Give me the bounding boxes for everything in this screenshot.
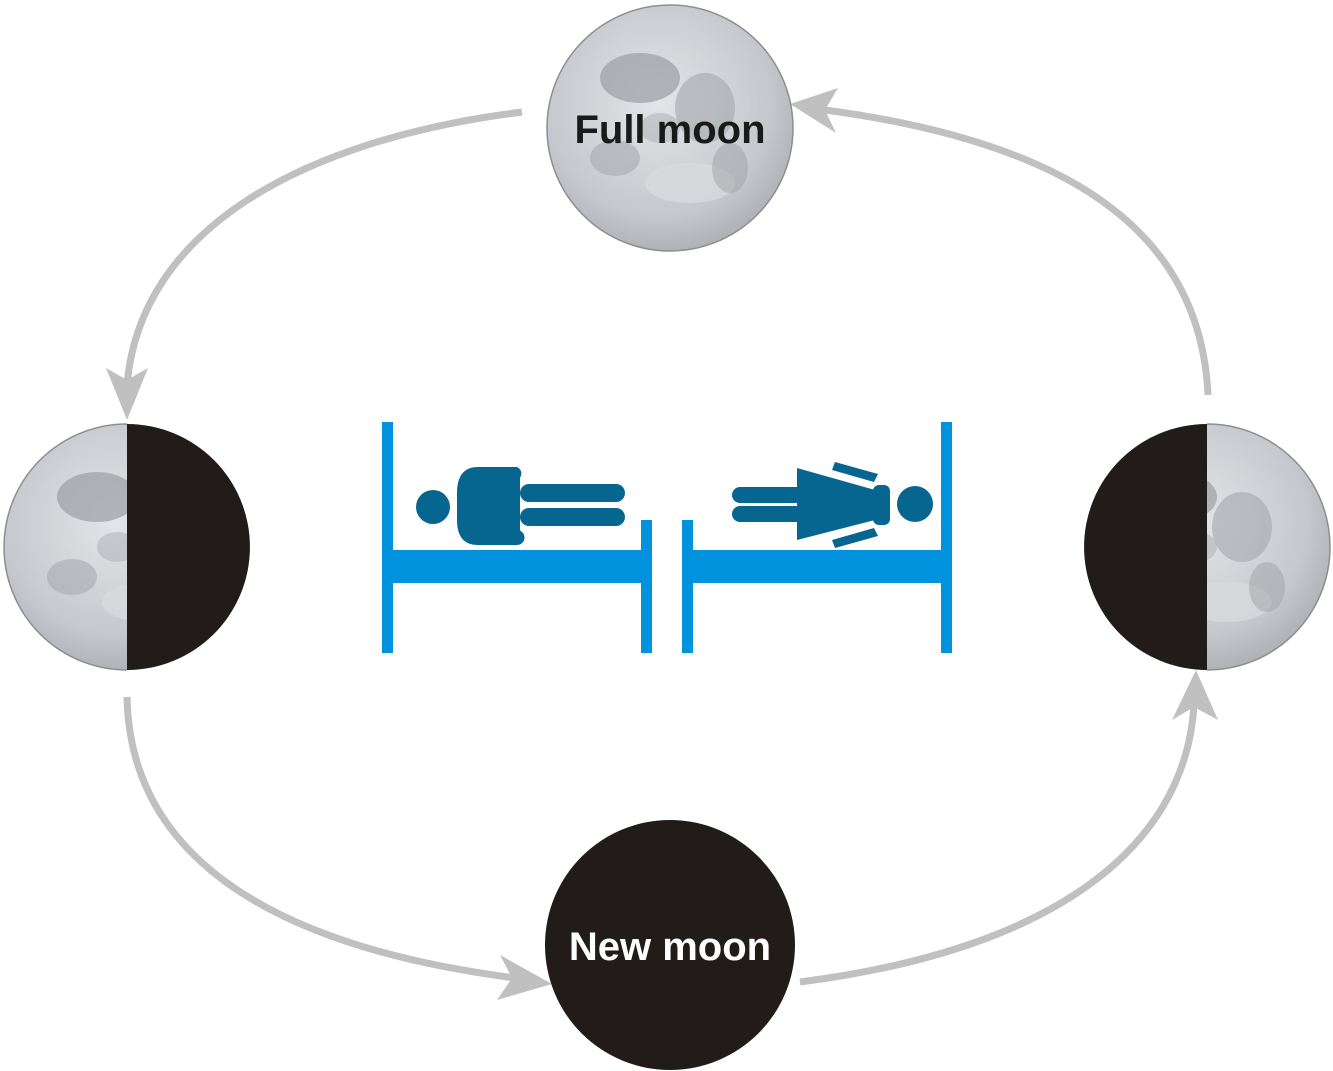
- full-moon-icon: [546, 4, 794, 252]
- new-moon-label: New moon: [569, 925, 771, 969]
- half-moon-left-icon: [3, 423, 250, 671]
- arrow-left-to-new: [123, 696, 516, 982]
- bed-icon: [682, 422, 952, 653]
- half-moon-right-icon: [1084, 423, 1331, 671]
- person-icon: [732, 462, 933, 548]
- bed-icon: [382, 422, 652, 653]
- arrow-icon: [1172, 670, 1218, 720]
- arrow-icon: [790, 88, 838, 133]
- arrow-icon: [497, 955, 552, 1000]
- new-moon-icon: [545, 820, 795, 1070]
- arrow-full-to-left: [123, 108, 523, 386]
- person-icon: [416, 467, 625, 545]
- full-moon-label: Full moon: [574, 108, 765, 152]
- arrow-new-to-right: [799, 704, 1198, 986]
- arrow-right-to-full: [824, 106, 1212, 396]
- arrow-icon: [106, 368, 148, 420]
